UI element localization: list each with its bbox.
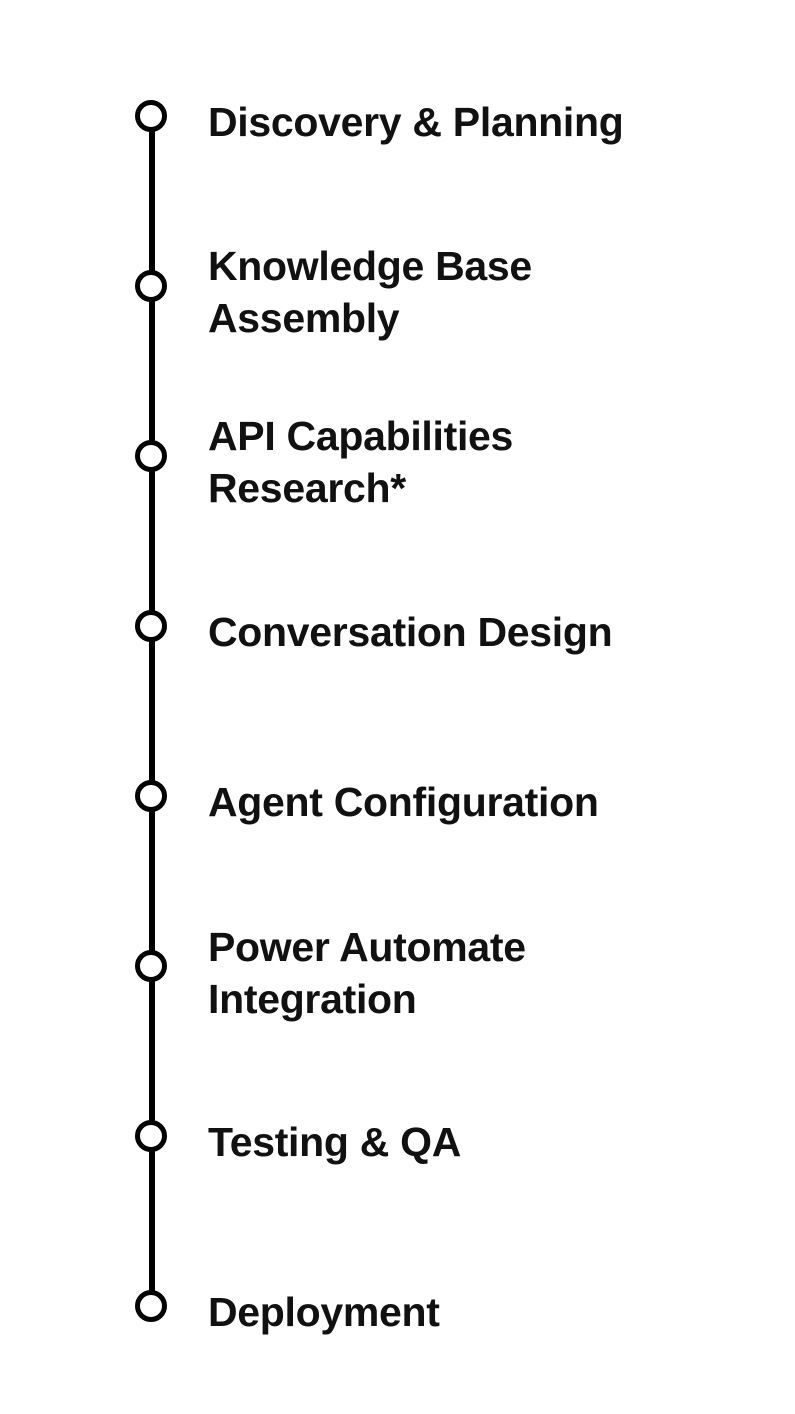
step-label: Testing & QA bbox=[208, 1119, 462, 1165]
step-node-icon bbox=[135, 950, 167, 982]
step-node-icon bbox=[135, 780, 167, 812]
timeline-line bbox=[149, 118, 155, 1310]
step-label: Deployment bbox=[208, 1289, 440, 1335]
step-node-icon bbox=[135, 440, 167, 472]
step-node-icon bbox=[135, 100, 167, 132]
step-label: Power Automate Integration bbox=[208, 924, 526, 1022]
step-label: Discovery & Planning bbox=[208, 99, 624, 145]
step-label: Agent Configuration bbox=[208, 779, 599, 825]
step-label: API Capabilities Research* bbox=[208, 413, 514, 511]
step-node-icon bbox=[135, 1290, 167, 1322]
step-node-icon bbox=[135, 270, 167, 302]
step-label: Conversation Design bbox=[208, 609, 613, 655]
step-label: Knowledge Base Assembly bbox=[208, 243, 532, 341]
step-node-icon bbox=[135, 610, 167, 642]
step-node-icon bbox=[135, 1120, 167, 1152]
